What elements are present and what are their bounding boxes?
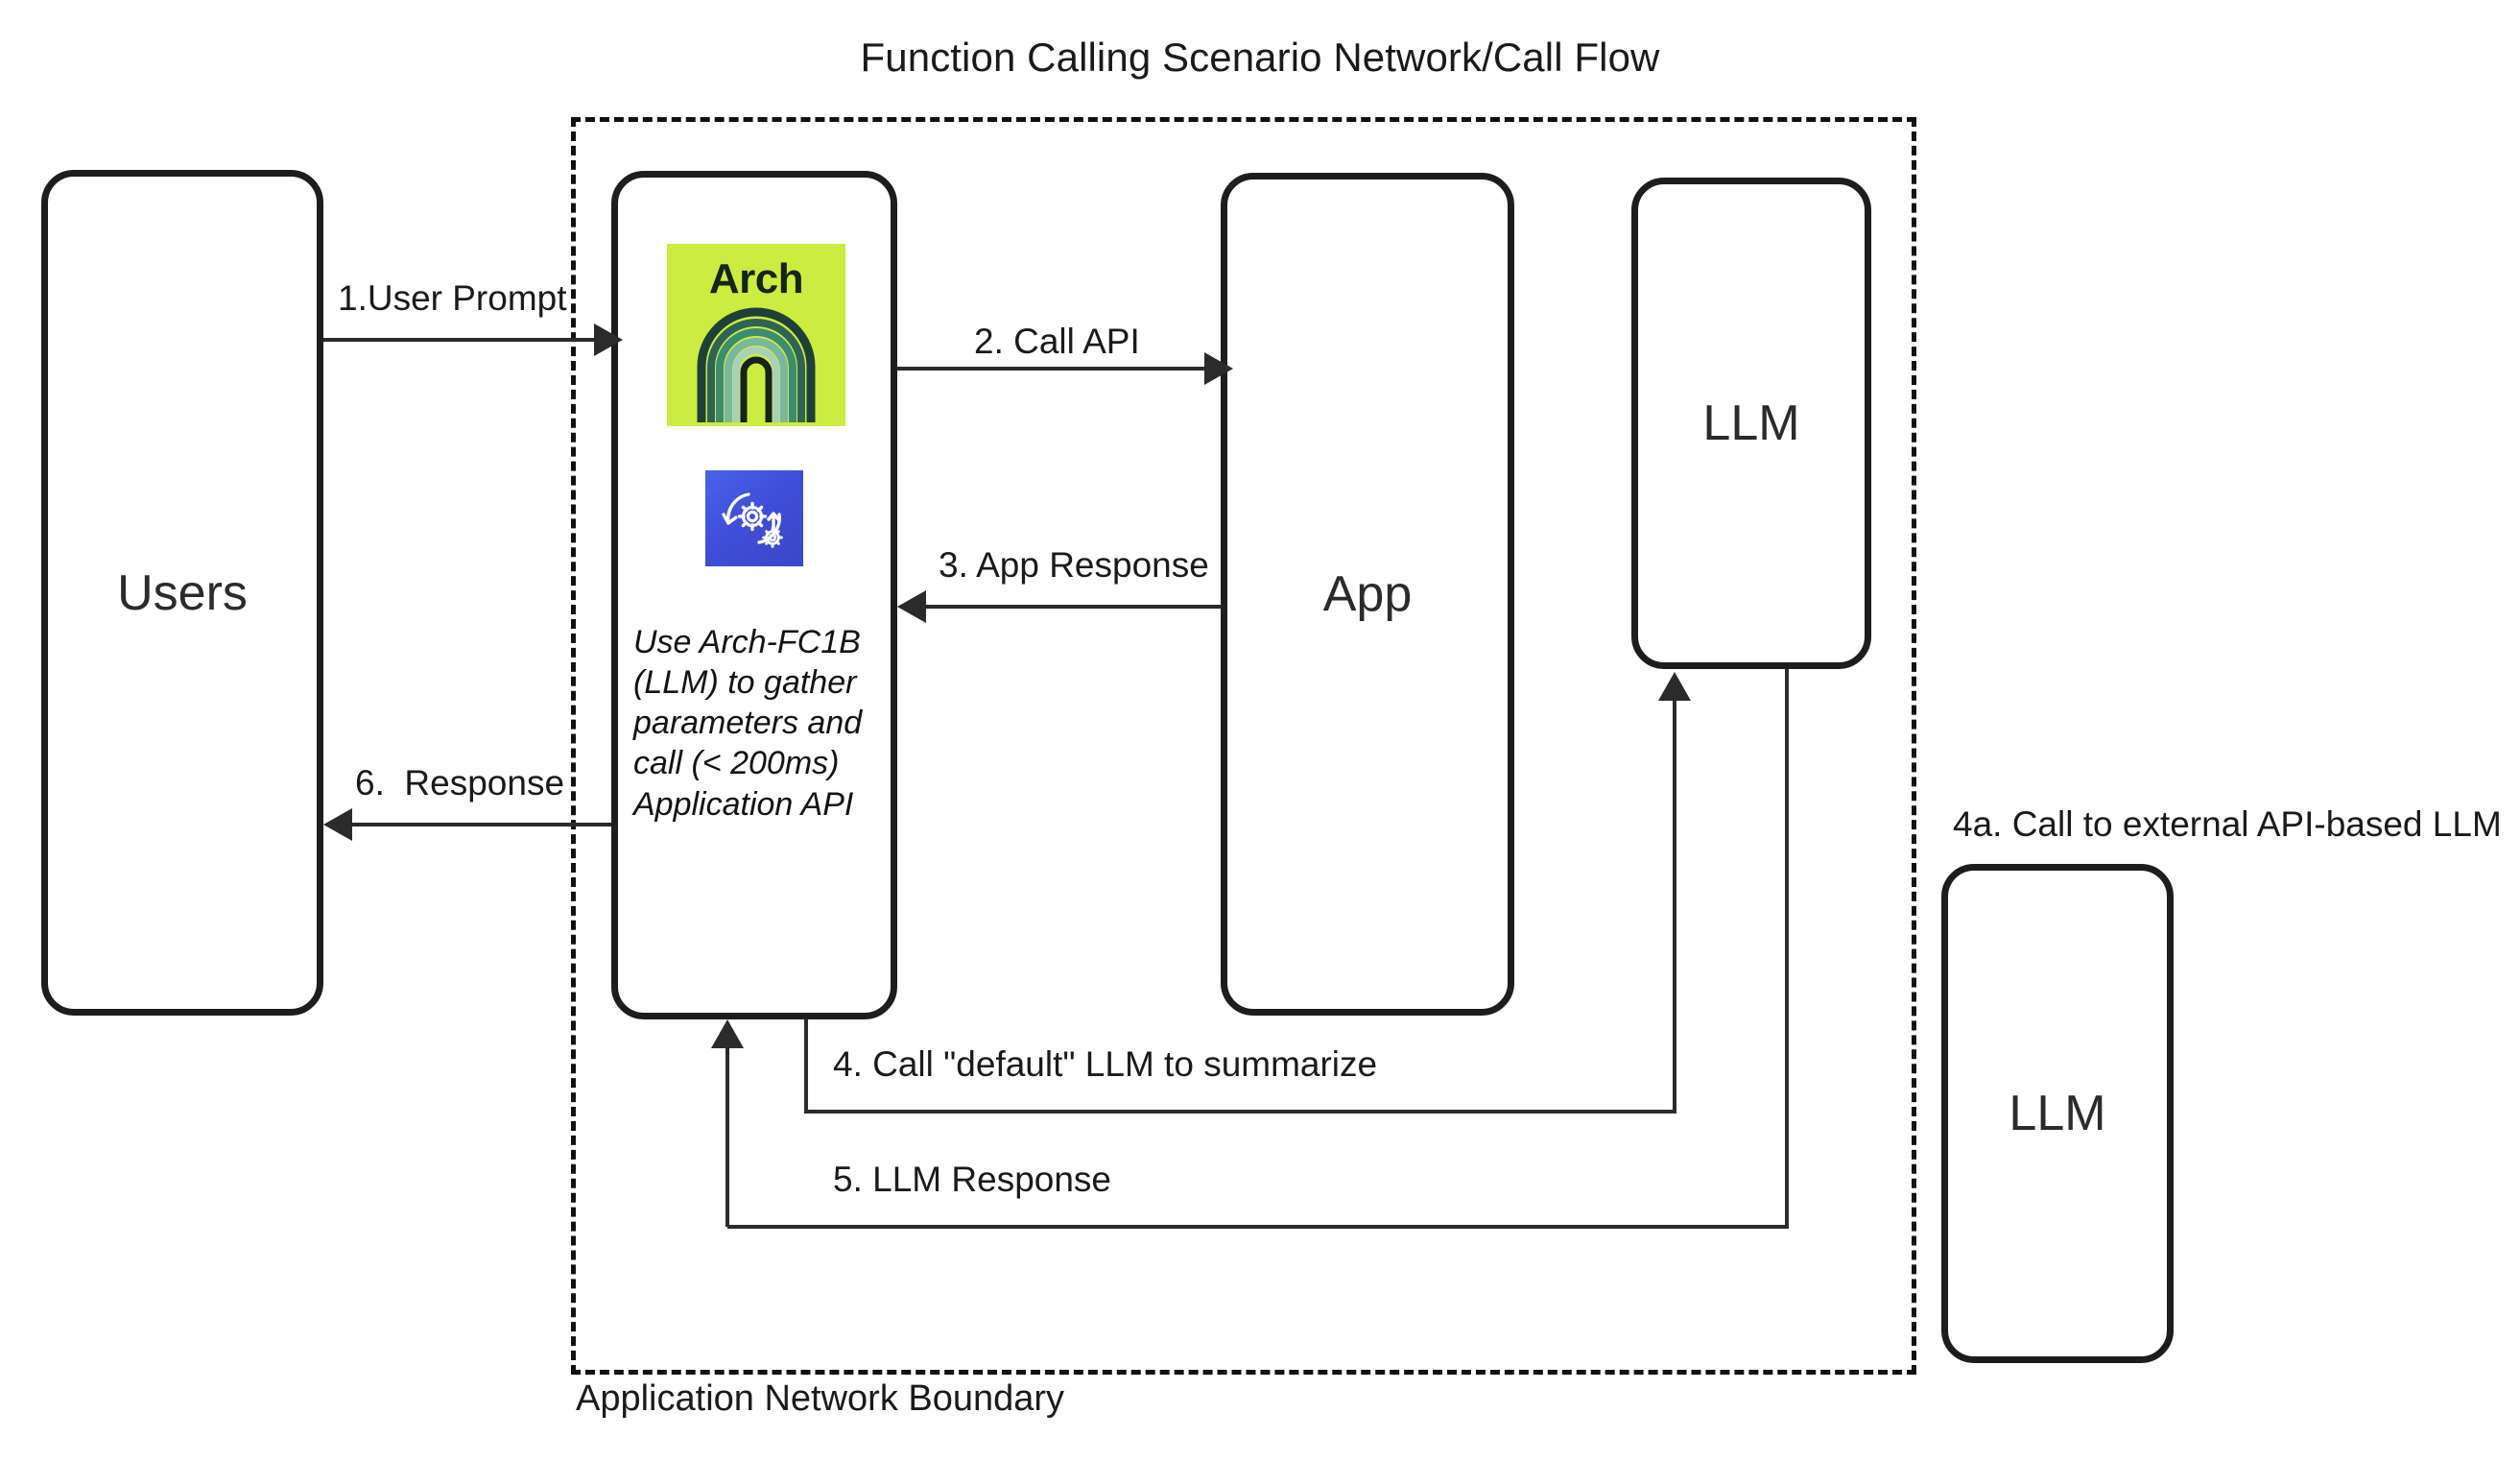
- external-llm-caption: 4a. Call to external API-based LLM: [1953, 804, 2502, 844]
- node-llm-internal-label: LLM: [1702, 395, 1800, 451]
- edge-5-segment-up: [725, 1048, 729, 1227]
- edge-6-label: 6. Response: [355, 763, 565, 802]
- edge-5-segment-left: [727, 1225, 1789, 1229]
- edge-4-label: 4. Call "default" LLM to summarize: [833, 1044, 1378, 1084]
- arch-layered-arch-icon: [697, 307, 816, 422]
- node-users-label: Users: [117, 564, 248, 621]
- edge-1-label: 1.User Prompt: [338, 278, 567, 318]
- edge-5-label: 5. LLM Response: [833, 1160, 1112, 1199]
- node-app-label: App: [1322, 566, 1413, 622]
- edge-2-line: [897, 367, 1212, 371]
- node-app[interactable]: App: [1221, 173, 1514, 1016]
- edge-1-arrowhead: [594, 323, 623, 356]
- edge-3-arrowhead: [897, 590, 926, 623]
- edge-5-arrowhead: [711, 1019, 744, 1048]
- application-network-boundary: [571, 117, 1916, 1375]
- page-title: Function Calling Scenario Network/Call F…: [860, 35, 1660, 80]
- edge-4-segment-right: [804, 1110, 1676, 1114]
- edge-6-arrowhead: [323, 808, 352, 841]
- network-boundary-label: Application Network Boundary: [576, 1378, 1065, 1419]
- node-users[interactable]: Users: [41, 170, 323, 1016]
- edge-4-arrowhead: [1658, 672, 1691, 701]
- edge-3-label: 3. App Response: [939, 545, 1209, 585]
- edge-2-arrowhead: [1204, 352, 1233, 385]
- edge-4-segment-down: [804, 1019, 808, 1114]
- arch-logo: Arch: [667, 244, 845, 426]
- edge-1-line: [323, 338, 602, 342]
- edge-6-line: [341, 823, 611, 826]
- node-llm-internal[interactable]: LLM: [1631, 178, 1871, 669]
- edge-2-label: 2. Call API: [974, 322, 1140, 361]
- arch-logo-text: Arch: [708, 255, 804, 302]
- edge-3-line: [915, 605, 1222, 609]
- arch-note-text: Use Arch-FC1B (LLM) to gather parameters…: [633, 624, 863, 823]
- edge-5-segment-down: [1785, 669, 1789, 1229]
- gears-refresh-icon: [705, 470, 803, 566]
- node-llm-external-label: LLM: [2009, 1086, 2106, 1141]
- edge-4-segment-up: [1673, 701, 1676, 1110]
- node-llm-external[interactable]: LLM: [1941, 864, 2174, 1363]
